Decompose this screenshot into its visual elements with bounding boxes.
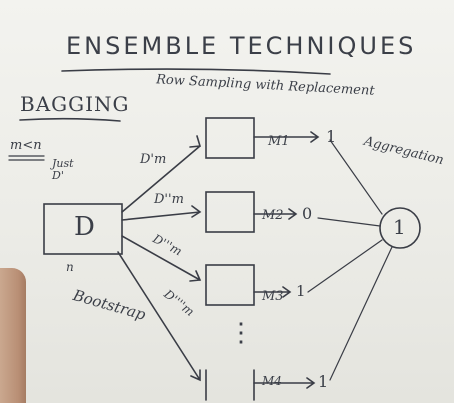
mn-label: m<n xyxy=(10,138,42,153)
sample-arrow-3 xyxy=(121,235,202,282)
aggregate-output: 1 xyxy=(393,215,406,239)
just-d-label: Just D' xyxy=(52,157,74,182)
presenter-arm xyxy=(0,268,26,403)
output-arrow-4 xyxy=(253,377,316,389)
bagging-underline xyxy=(19,117,121,122)
agg-line-4 xyxy=(329,246,393,381)
bagging-label: BAGGING xyxy=(20,92,130,116)
sample-arrow-1 xyxy=(121,135,202,213)
sample-arrow-2 xyxy=(121,205,202,221)
sample-arrow-4 xyxy=(117,251,201,382)
sample-label-1: D'm xyxy=(140,152,167,167)
model-output-1: 1 xyxy=(326,127,337,146)
model-box-3 xyxy=(205,264,255,306)
dataset-label: D xyxy=(74,212,95,242)
model-label-3: M3 xyxy=(262,289,284,304)
sample-label-2: D''m xyxy=(154,192,184,207)
title-underline xyxy=(61,68,331,75)
agg-line-3 xyxy=(307,239,383,293)
agg-line-1 xyxy=(329,139,383,215)
model-box-4 xyxy=(205,369,255,401)
model-label-1: M1 xyxy=(268,134,290,149)
model-box-1 xyxy=(205,117,255,159)
ellipsis-marker: ⋮ xyxy=(228,318,254,348)
output-arrow-2 xyxy=(253,208,298,220)
agg-line-2 xyxy=(317,217,381,227)
dataset-box xyxy=(43,203,123,255)
model-output-2: 0 xyxy=(302,204,313,223)
model-label-2: M2 xyxy=(262,208,284,223)
model-label-4: M4 xyxy=(262,374,282,388)
output-arrow-1 xyxy=(253,131,320,143)
model-box-2 xyxy=(205,191,255,233)
aggregation-circle xyxy=(379,207,421,249)
model-output-4: 1 xyxy=(318,372,329,391)
output-arrow-3 xyxy=(253,286,292,298)
page-title: ENSEMBLE TECHNIQUES xyxy=(66,32,417,60)
n-label: n xyxy=(66,260,74,274)
mn-underline xyxy=(8,155,45,161)
model-output-3: 1 xyxy=(296,282,306,300)
